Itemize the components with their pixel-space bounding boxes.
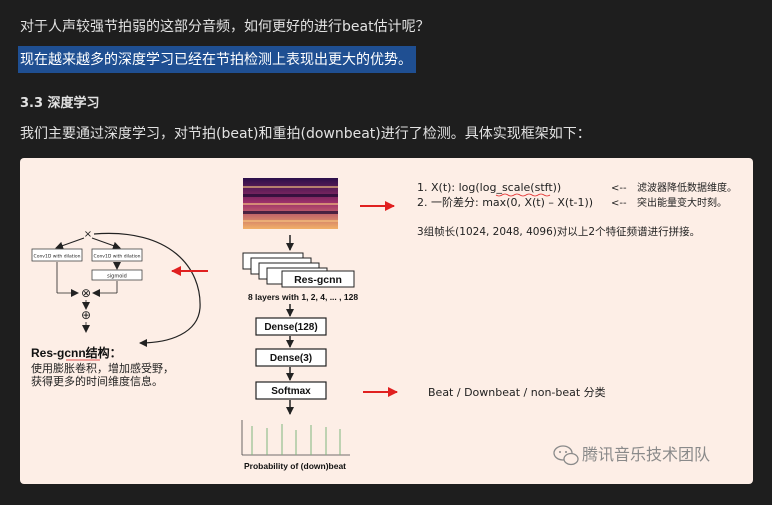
dense128-box bbox=[255, 317, 327, 336]
spectrogram-image bbox=[243, 178, 338, 229]
note-line2-arrow: <-- bbox=[611, 198, 627, 209]
sigmoid-box bbox=[91, 269, 143, 281]
pipeline-column: Res-gcnn 8 layers with 1, 2, 4, ... , 12… bbox=[241, 178, 358, 471]
layers-caption: 8 layers with 1, 2, 4, ... , 128 bbox=[248, 292, 358, 302]
highlighted-sentence: 现在越来越多的深度学习已经在节拍检测上表现出更大的优势。 bbox=[18, 46, 416, 73]
conv1d-label-right: Conv1D with dilation bbox=[94, 254, 141, 260]
dense128-label: Dense(128) bbox=[264, 322, 317, 333]
softmax-label: Softmax bbox=[271, 386, 311, 397]
log-scale-underline bbox=[495, 193, 551, 197]
section-heading: 3.3 深度学习 bbox=[20, 96, 100, 111]
conv1d-box-right bbox=[91, 248, 143, 262]
note-line2-text: 突出能量变大时刻。 bbox=[637, 196, 727, 209]
res-gcnn-block: × Conv1D with dilation Conv1D with dilat… bbox=[31, 229, 201, 388]
probability-plot bbox=[241, 420, 350, 456]
circle-plus-symbol: ⊕ bbox=[81, 308, 91, 322]
dense3-box bbox=[255, 348, 327, 367]
note-line2-main: 2. 一阶差分: max(0, X(t) – X(t-1)) bbox=[417, 195, 593, 209]
res-gcnn-box bbox=[281, 270, 355, 288]
watermark: 腾讯音乐技术团队 bbox=[553, 445, 710, 466]
res-gcnn-desc-line1: 使用膨胀卷积，增加感受野， bbox=[31, 361, 174, 375]
note-line1-text: 滤波器降低数据维度。 bbox=[637, 181, 737, 194]
output-classes-text: Beat / Downbeat / non-beat 分类 bbox=[428, 385, 606, 399]
framework-figure: × Conv1D with dilation Conv1D with dilat… bbox=[20, 158, 753, 484]
note-line1-arrow: <-- bbox=[611, 183, 627, 194]
note-line1-main: 1. X(t): log(log_scale(stft)) bbox=[417, 181, 561, 194]
softmax-box bbox=[255, 381, 327, 400]
res-gcnn-title: Res-gcnn结构： bbox=[31, 345, 122, 360]
wechat-icon bbox=[553, 445, 579, 466]
sigmoid-label: sigmoid bbox=[107, 274, 127, 280]
intro-paragraph: 我们主要通过深度学习，对节拍(beat)和重拍(downbeat)进行了检测。具… bbox=[20, 126, 591, 142]
question-text: 对于人声较强节拍弱的这部分音频，如何更好的进行beat估计呢？ bbox=[20, 19, 430, 35]
watermark-text: 腾讯音乐技术团队 bbox=[582, 445, 710, 464]
circle-times-symbol: ⊗ bbox=[81, 286, 91, 300]
conv1d-label-left: Conv1D with dilation bbox=[34, 254, 81, 260]
dense3-label: Dense(3) bbox=[270, 353, 312, 364]
framework-diagram: × Conv1D with dilation Conv1D with dilat… bbox=[31, 178, 737, 471]
note-line3: 3组帧长(1024, 2048, 4096)对以上2个特征频谱进行拼接。 bbox=[417, 225, 700, 238]
probability-caption: Probability of (down)beat bbox=[244, 461, 346, 471]
conv1d-box-left bbox=[31, 248, 83, 262]
multiply-symbol: × bbox=[84, 229, 92, 240]
res-gcnn-desc-line2: 获得更多的时间维度信息。 bbox=[31, 374, 163, 388]
feature-notes: 1. X(t): log(log_scale(stft)) <-- 滤波器降低数… bbox=[417, 181, 737, 399]
res-gcnn-box-label: Res-gcnn bbox=[294, 274, 342, 286]
